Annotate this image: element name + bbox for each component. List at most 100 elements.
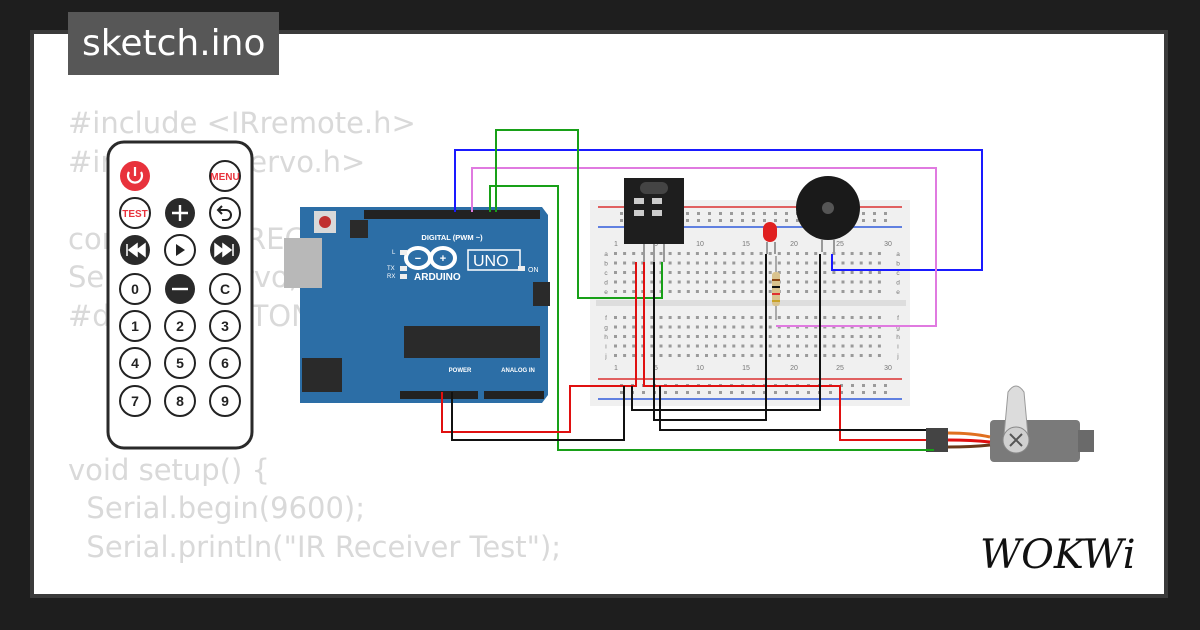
breadboard-hole[interactable] xyxy=(877,261,881,265)
breadboard-hole[interactable] xyxy=(723,335,727,338)
breadboard-hole[interactable] xyxy=(623,316,627,319)
breadboard-hole[interactable] xyxy=(841,271,845,274)
breadboard-hole[interactable] xyxy=(641,354,645,357)
breadboard-hole[interactable] xyxy=(632,344,636,348)
breadboard-hole[interactable] xyxy=(884,391,887,394)
breadboard-hole[interactable] xyxy=(620,391,623,394)
breadboard-hole[interactable] xyxy=(750,261,754,265)
breadboard-hole[interactable] xyxy=(859,335,863,338)
breadboard-hole[interactable] xyxy=(686,271,690,274)
breadboard-hole[interactable] xyxy=(785,212,788,215)
breadboard-hole[interactable] xyxy=(814,316,818,319)
breadboard-hole[interactable] xyxy=(785,391,788,394)
breadboard-hole[interactable] xyxy=(732,290,736,293)
breadboard-hole[interactable] xyxy=(786,335,790,338)
breadboard-hole[interactable] xyxy=(686,280,690,284)
breadboard-hole[interactable] xyxy=(677,290,681,293)
breadboard-hole[interactable] xyxy=(868,316,872,319)
breadboard-hole[interactable] xyxy=(832,261,836,265)
breadboard-hole[interactable] xyxy=(641,344,645,348)
remote-button-3[interactable]: 3 xyxy=(209,310,241,342)
breadboard-hole[interactable] xyxy=(695,261,699,265)
breadboard-hole[interactable] xyxy=(841,252,845,255)
breadboard-hole[interactable] xyxy=(768,325,772,329)
breadboard-hole[interactable] xyxy=(841,280,845,284)
breadboard-hole[interactable] xyxy=(805,354,809,357)
breadboard-hole[interactable] xyxy=(719,212,722,215)
breadboard-hole[interactable] xyxy=(723,252,727,255)
breadboard-hole[interactable] xyxy=(832,252,836,255)
breadboard-hole[interactable] xyxy=(814,335,818,338)
breadboard-hole[interactable] xyxy=(884,219,887,222)
breadboard-hole[interactable] xyxy=(623,261,627,265)
breadboard-hole[interactable] xyxy=(796,354,799,357)
breadboard-hole[interactable] xyxy=(723,325,727,329)
breadboard-hole[interactable] xyxy=(759,354,763,357)
breadboard-hole[interactable] xyxy=(686,354,690,357)
breadboard-hole[interactable] xyxy=(768,290,772,293)
breadboard-hole[interactable] xyxy=(686,344,690,348)
breadboard-hole[interactable] xyxy=(632,252,636,255)
breadboard-hole[interactable] xyxy=(868,344,872,348)
remote-button-8[interactable]: 8 xyxy=(164,385,196,417)
breadboard-hole[interactable] xyxy=(632,325,636,329)
breadboard-hole[interactable] xyxy=(705,280,708,284)
breadboard-hole[interactable] xyxy=(873,391,876,394)
breadboard-hole[interactable] xyxy=(805,261,809,265)
breadboard-hole[interactable] xyxy=(686,212,689,215)
breadboard-hole[interactable] xyxy=(750,335,754,338)
breadboard-hole[interactable] xyxy=(705,290,708,293)
breadboard-hole[interactable] xyxy=(732,316,736,319)
breadboard-hole[interactable] xyxy=(774,391,777,394)
breadboard-hole[interactable] xyxy=(723,271,727,274)
breadboard-hole[interactable] xyxy=(841,335,845,338)
breadboard-hole[interactable] xyxy=(620,212,623,215)
ir-remote[interactable]: MENU TEST 0 xyxy=(106,140,254,450)
breadboard-hole[interactable] xyxy=(768,252,772,255)
breadboard-hole[interactable] xyxy=(796,261,799,265)
breadboard-hole[interactable] xyxy=(877,344,881,348)
breadboard-hole[interactable] xyxy=(859,354,863,357)
breadboard-hole[interactable] xyxy=(705,325,708,329)
breadboard-hole[interactable] xyxy=(697,391,700,394)
breadboard-hole[interactable] xyxy=(786,316,790,319)
back-button[interactable] xyxy=(209,197,241,229)
breadboard-hole[interactable] xyxy=(759,290,763,293)
breadboard-hole[interactable] xyxy=(641,261,645,265)
breadboard-hole[interactable] xyxy=(714,354,718,357)
breadboard-hole[interactable] xyxy=(719,219,722,222)
breadboard-hole[interactable] xyxy=(714,325,718,329)
breadboard-hole[interactable] xyxy=(868,261,872,265)
breadboard-hole[interactable] xyxy=(614,280,617,284)
breadboard-hole[interactable] xyxy=(705,335,708,338)
breadboard-hole[interactable] xyxy=(823,271,827,274)
breadboard-hole[interactable] xyxy=(832,335,836,338)
breadboard-hole[interactable] xyxy=(614,344,617,348)
breadboard-hole[interactable] xyxy=(714,261,718,265)
breadboard-hole[interactable] xyxy=(796,219,799,222)
remote-button-1[interactable]: 1 xyxy=(119,310,151,342)
breadboard-hole[interactable] xyxy=(862,219,865,222)
breadboard-hole[interactable] xyxy=(832,344,836,348)
breadboard-hole[interactable] xyxy=(714,252,718,255)
breadboard-hole[interactable] xyxy=(664,391,667,394)
breadboard-hole[interactable] xyxy=(841,290,845,293)
breadboard-hole[interactable] xyxy=(741,316,745,319)
breadboard-hole[interactable] xyxy=(623,252,627,255)
breadboard-hole[interactable] xyxy=(796,280,799,284)
breadboard-hole[interactable] xyxy=(777,252,781,255)
breadboard-hole[interactable] xyxy=(777,316,781,319)
breadboard-hole[interactable] xyxy=(823,252,827,255)
breadboard-hole[interactable] xyxy=(650,335,654,338)
breadboard-hole[interactable] xyxy=(614,335,617,338)
resistor[interactable] xyxy=(772,256,780,320)
file-name-tab[interactable]: sketch.ino xyxy=(68,12,280,75)
breadboard-hole[interactable] xyxy=(786,261,790,265)
breadboard-hole[interactable] xyxy=(623,344,627,348)
breadboard-hole[interactable] xyxy=(730,212,733,215)
breadboard-hole[interactable] xyxy=(759,261,763,265)
breadboard-hole[interactable] xyxy=(832,290,836,293)
breadboard-hole[interactable] xyxy=(851,391,854,394)
breadboard-hole[interactable] xyxy=(668,252,672,255)
breadboard-hole[interactable] xyxy=(659,354,663,357)
